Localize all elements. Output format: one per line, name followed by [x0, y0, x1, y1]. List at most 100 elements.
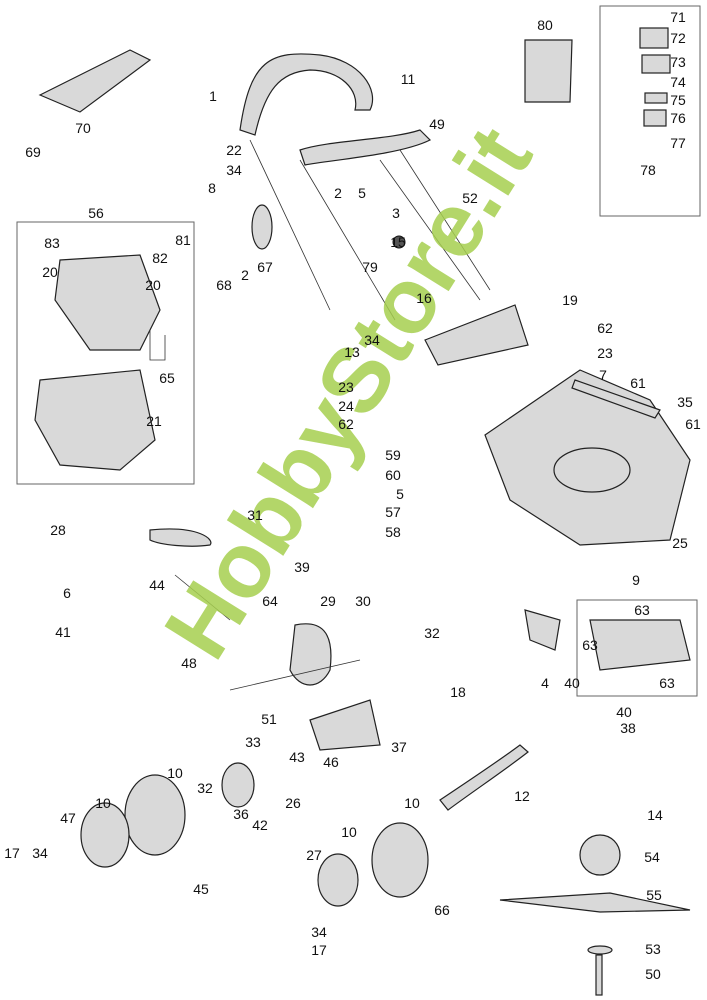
label: 21: [146, 413, 162, 429]
label: 34: [32, 845, 48, 861]
label: 38: [620, 720, 636, 736]
label: 11: [401, 71, 416, 87]
label: 68: [216, 277, 232, 293]
label: 59: [385, 447, 401, 463]
label: 28: [50, 522, 66, 538]
part-55-blade: [499, 892, 691, 913]
label: 76: [670, 110, 686, 126]
label: 17: [4, 845, 20, 861]
label: 23: [597, 345, 613, 361]
label: 62: [597, 320, 613, 336]
part-53-washer: [587, 945, 613, 955]
label: 54: [644, 849, 660, 865]
part-42: [221, 762, 255, 808]
label: 32: [197, 780, 213, 796]
label: 10: [341, 824, 357, 840]
label: 20: [145, 277, 161, 293]
label: 43: [289, 749, 305, 765]
label: 81: [175, 232, 191, 248]
label: 34: [364, 332, 380, 348]
part-15: [392, 235, 406, 249]
label: 24: [338, 398, 354, 414]
label: 42: [252, 817, 268, 833]
label: 58: [385, 524, 401, 540]
label: 3: [392, 205, 400, 221]
label: 29: [320, 593, 336, 609]
label: 8: [208, 180, 216, 196]
label: 2: [241, 267, 249, 283]
label: 40: [616, 704, 632, 720]
label: 45: [193, 881, 209, 897]
part-65: [149, 330, 166, 361]
label: 53: [645, 941, 661, 957]
label: 47: [60, 810, 76, 826]
part-72: [639, 27, 669, 49]
label: 34: [226, 162, 242, 178]
label: 32: [424, 625, 440, 641]
label: 20: [42, 264, 58, 280]
label: 30: [355, 593, 371, 609]
part-49-grip: [299, 129, 432, 166]
part-20-bag-top: [54, 254, 161, 351]
label: 73: [670, 54, 686, 70]
label: 25: [672, 535, 688, 551]
label: 52: [462, 190, 478, 206]
part-67-knob: [251, 204, 273, 250]
label: 46: [323, 754, 339, 770]
rear-wheel-left: [124, 774, 186, 856]
part-76: [643, 109, 667, 127]
label: 23: [338, 379, 354, 395]
label: 65: [159, 370, 175, 386]
shafts: [174, 574, 361, 691]
label: 37: [391, 739, 407, 755]
label: 74: [670, 74, 686, 90]
part-9-mulch-plug: [589, 619, 691, 671]
part-1-handle: [239, 53, 374, 136]
label: 18: [450, 684, 466, 700]
label: 69: [25, 144, 41, 160]
label: 70: [75, 120, 91, 136]
label: 5: [396, 486, 404, 502]
label: 4: [541, 675, 549, 691]
label: 80: [537, 17, 553, 33]
label: 2: [334, 185, 342, 201]
label: 78: [640, 162, 656, 178]
label: 83: [44, 235, 60, 251]
part-75: [644, 92, 668, 104]
label: 27: [306, 847, 322, 863]
label: 33: [245, 734, 261, 750]
part-12-cable: [439, 744, 529, 811]
label: 79: [362, 259, 378, 275]
label: 57: [385, 504, 401, 520]
label: 35: [677, 394, 693, 410]
label: 48: [181, 655, 197, 671]
label: 10: [404, 795, 420, 811]
switch-kit-group-box: [599, 5, 701, 217]
part-50-bolt: [595, 954, 603, 996]
part-54-hub: [579, 834, 621, 876]
part-73: [641, 54, 671, 74]
part-labels: 70 69 1 11 49 22 34 8 2 5 52 3 15 67 68 …: [4, 9, 701, 982]
label: 82: [152, 250, 168, 266]
label: 22: [226, 142, 242, 158]
label: 63: [659, 675, 675, 691]
part-35-bar: [571, 379, 661, 419]
label: 10: [167, 765, 183, 781]
label: 66: [434, 902, 450, 918]
part-47-hubcap: [80, 802, 130, 868]
label: 71: [670, 9, 686, 25]
label: 15: [390, 234, 406, 250]
label: 9: [632, 572, 640, 588]
label: 34: [311, 924, 327, 940]
part-28-belt: [149, 528, 212, 547]
label: 44: [149, 577, 165, 593]
front-wheel: [371, 822, 429, 898]
part-70-cover: [38, 49, 152, 113]
grass-bag-group-box: [16, 221, 195, 485]
label: 17: [311, 942, 327, 958]
handle-tubes: [249, 139, 491, 321]
label: 60: [385, 467, 401, 483]
label: 55: [646, 887, 662, 903]
label: 13: [344, 344, 360, 360]
label: 72: [670, 30, 686, 46]
